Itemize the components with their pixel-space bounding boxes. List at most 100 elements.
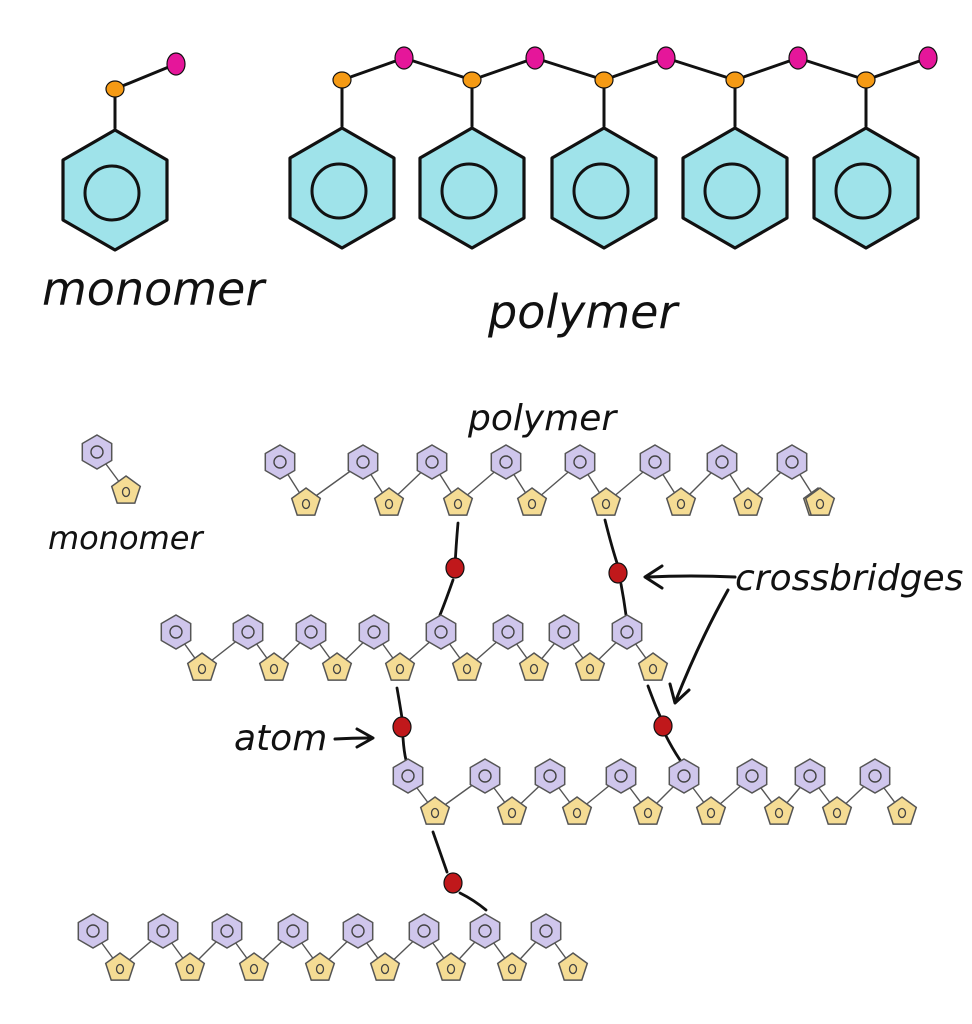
link-atom xyxy=(594,71,614,89)
small-hexagon xyxy=(416,444,448,480)
end-atom xyxy=(166,52,186,76)
small-ring xyxy=(557,625,571,639)
small-ring xyxy=(86,924,100,938)
small-pentagon xyxy=(496,952,528,981)
small-hexagon xyxy=(668,758,700,794)
link-atom xyxy=(725,71,745,89)
crossbridge-atom xyxy=(608,562,628,584)
small-pentagon xyxy=(561,796,593,825)
small-pentagon xyxy=(632,796,664,825)
aromatic-circle xyxy=(572,162,630,220)
small-pentagon xyxy=(763,796,795,825)
small-hexagon xyxy=(147,913,179,949)
small-ring xyxy=(743,498,753,510)
small-hexagon xyxy=(611,614,643,650)
small-ring xyxy=(356,455,370,469)
small-hexagon xyxy=(469,913,501,949)
arrow-shaft xyxy=(333,736,372,741)
bond-line xyxy=(113,62,178,91)
small-pentagon xyxy=(321,652,353,681)
small-pentagon xyxy=(419,796,451,825)
small-ring xyxy=(401,769,415,783)
small-hexagon xyxy=(706,444,738,480)
bond-line xyxy=(602,56,668,82)
small-pentagon xyxy=(516,487,548,516)
small-pentagon xyxy=(574,652,606,681)
small-hexagon xyxy=(160,614,192,650)
small-hexagon xyxy=(232,614,264,650)
top-monomer-label: monomer xyxy=(42,262,267,316)
crossbridge-atom xyxy=(653,715,673,737)
small-pentagon xyxy=(496,796,528,825)
small-ring xyxy=(648,455,662,469)
bond-line xyxy=(533,56,606,82)
small-hexagon xyxy=(534,758,566,794)
small-ring xyxy=(220,924,234,938)
small-hexagon xyxy=(392,758,424,794)
bottom-monomer-label: monomer xyxy=(48,519,204,557)
bottom-monomer-structure xyxy=(81,434,142,504)
small-pentagon xyxy=(373,487,405,516)
small-hexagon xyxy=(358,614,390,650)
small-pentagon xyxy=(110,475,142,504)
small-ring xyxy=(197,663,207,675)
small-hexagon xyxy=(342,913,374,949)
small-hexagon xyxy=(490,444,522,480)
small-ring xyxy=(499,455,513,469)
small-ring xyxy=(543,769,557,783)
small-ring xyxy=(462,663,472,675)
small-hexagon xyxy=(605,758,637,794)
bond-line xyxy=(664,56,737,82)
small-ring xyxy=(434,625,448,639)
small-ring xyxy=(745,769,759,783)
small-hexagon xyxy=(77,913,109,949)
small-ring xyxy=(286,924,300,938)
arrow-shaft xyxy=(646,574,737,579)
crossbridge-line xyxy=(431,830,488,912)
bond-line xyxy=(864,56,930,82)
small-ring xyxy=(529,663,539,675)
aromatic-circle xyxy=(83,164,141,222)
small-ring xyxy=(815,498,825,510)
small-ring xyxy=(774,807,784,819)
small-ring xyxy=(241,625,255,639)
hexagon-ring xyxy=(61,128,169,252)
crossbridge-line xyxy=(395,686,408,762)
link-atom xyxy=(462,71,482,89)
small-ring xyxy=(832,807,842,819)
small-hexagon xyxy=(277,913,309,949)
small-ring xyxy=(425,455,439,469)
small-ring xyxy=(572,807,582,819)
polymer-chain xyxy=(264,444,836,516)
aromatic-circle xyxy=(310,162,368,220)
crossbridges-label: crossbridges xyxy=(735,558,963,599)
small-ring xyxy=(614,769,628,783)
small-hexagon xyxy=(492,614,524,650)
hexagon-ring xyxy=(418,126,526,250)
small-ring xyxy=(897,807,907,819)
small-pentagon xyxy=(442,487,474,516)
small-hexagon xyxy=(639,444,671,480)
small-ring xyxy=(507,963,517,975)
small-ring xyxy=(417,924,431,938)
bond-line xyxy=(402,56,474,82)
small-ring xyxy=(501,625,515,639)
arrow-head xyxy=(643,564,664,590)
small-pentagon xyxy=(804,487,836,516)
small-hexagon xyxy=(469,758,501,794)
crossbridge-atom xyxy=(392,716,412,738)
small-ring xyxy=(601,498,611,510)
polymer-chain xyxy=(160,614,669,681)
bond-line xyxy=(796,56,868,82)
hexagon-ring xyxy=(550,126,658,250)
end-atom xyxy=(788,46,808,70)
small-pentagon xyxy=(557,952,589,981)
small-pentagon xyxy=(174,952,206,981)
small-ring xyxy=(446,963,456,975)
hexagon-ring xyxy=(812,126,920,250)
small-hexagon xyxy=(564,444,596,480)
small-ring xyxy=(573,455,587,469)
small-ring xyxy=(539,924,553,938)
top-polymer-label: polymer xyxy=(487,285,680,339)
